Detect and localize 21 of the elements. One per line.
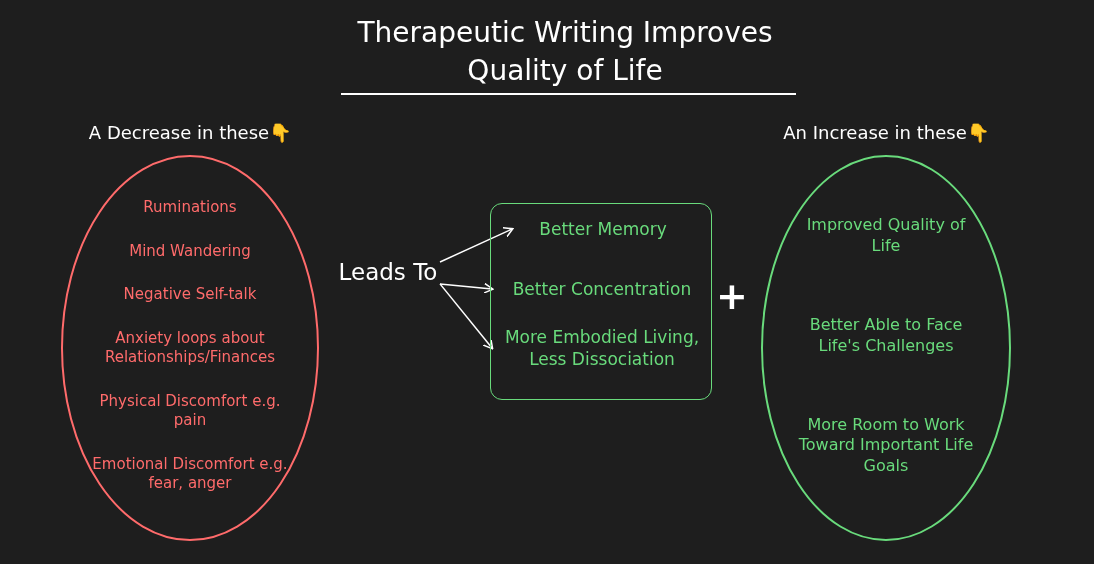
arrow xyxy=(439,282,494,294)
list-item: Emotional Discomfort e.g. fear, anger xyxy=(91,454,289,494)
list-item: Improved Quality of Life xyxy=(805,215,967,257)
list-item: Negative Self-talk xyxy=(123,285,257,305)
arrow xyxy=(439,227,514,263)
list-item: Better Able to Face Life's Challenges xyxy=(808,314,964,357)
plus-sign: + xyxy=(716,276,748,316)
rounded-frame xyxy=(490,203,712,400)
list-item: Ruminations xyxy=(143,198,237,218)
list-item: Better Memory xyxy=(515,218,691,241)
heading: A Decrease in these👇 xyxy=(87,122,293,143)
title: Therapeutic Writing Improves Quality of Life xyxy=(356,15,774,89)
list-item: Mind Wandering xyxy=(129,241,251,262)
list-item: More Embodied Living, Less Dissociation xyxy=(495,326,709,371)
heading: An Increase in these👇 xyxy=(782,122,990,143)
list-item: Physical Discomfort e.g. pain xyxy=(98,391,282,431)
connector-text: Leads To xyxy=(338,258,438,288)
list-item: Better Concentration xyxy=(495,278,709,301)
list-item: Anxiety loops about Relationships/Finances xyxy=(103,328,277,368)
arrow xyxy=(439,283,494,350)
list-item: More Room to Work Toward Important Life Goals xyxy=(798,414,974,477)
